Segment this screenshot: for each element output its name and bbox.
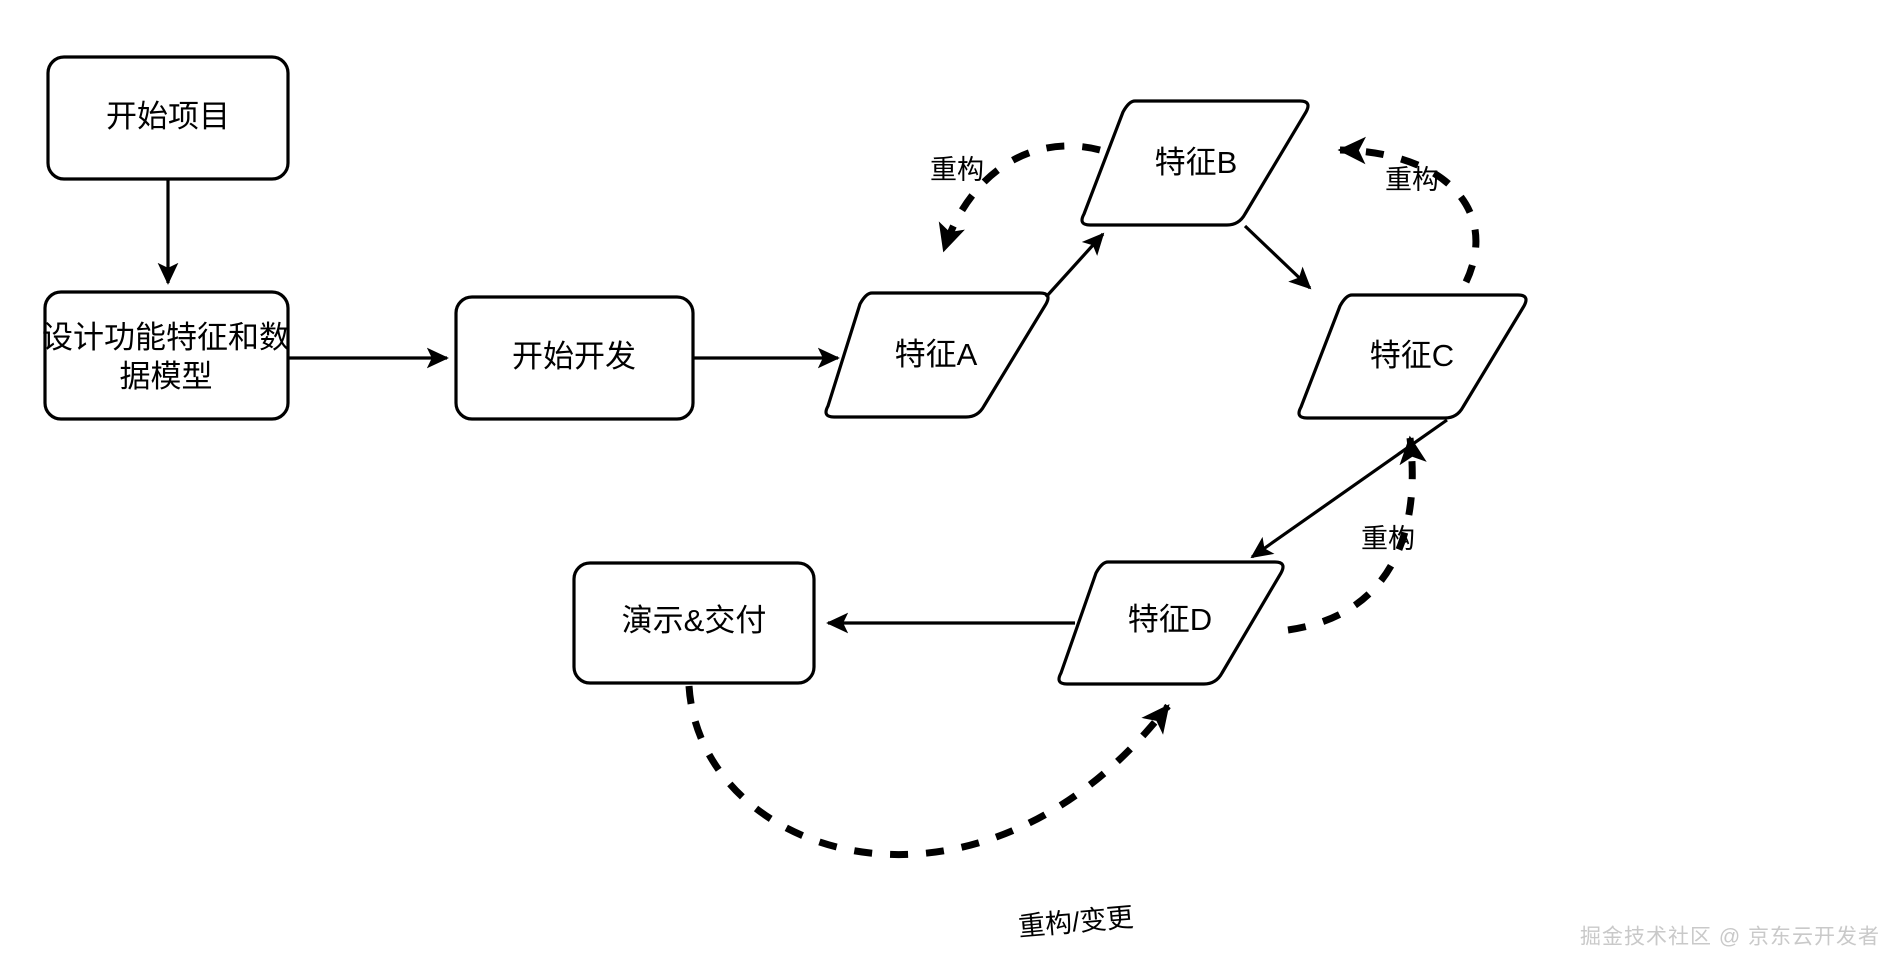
node-feature-d-shape [1057,560,1285,686]
node-feature-a-shape [824,291,1050,419]
node-feature-c[interactable]: 特征C [1297,293,1528,420]
node-feature-a[interactable]: 特征A [824,291,1050,419]
node-feature-c-shape [1297,293,1528,420]
watermark-label: 掘金技术社区 @ 京东云开发者 [1580,926,1880,949]
node-feature-c-label: 特征C [1370,338,1454,373]
node-design[interactable]: 设计功能特征和数 据模型 [42,290,290,421]
edge-feature-c-to-feature-d [1250,418,1448,559]
edge-feature-b-to-feature-c [1243,224,1312,290]
node-feature-a-label: 特征A [895,337,978,372]
edge-label-refactor-b-to-a: 重构 [930,155,984,185]
node-start-label: 开始项目 [106,99,230,134]
node-feature-d[interactable]: 特征D [1057,560,1285,686]
edge-feature-a-to-feature-b [1044,232,1105,299]
node-deliver[interactable]: 演示&交付 [572,561,816,685]
node-feature-b-label: 特征B [1155,145,1238,180]
edge-refactor-change-to-d [685,685,1171,859]
node-deliver-shape [572,561,816,685]
node-design-label-line1: 设计功能特征和数 [42,320,290,355]
edge-refactor-d-to-c [1287,435,1427,634]
node-design-label-line2: 据模型 [120,359,213,394]
node-dev-label: 开始开发 [512,339,636,374]
node-design-shape [43,290,290,421]
edge-refactor-c-to-b [1337,136,1480,284]
node-feature-d-label: 特征D [1128,602,1212,637]
node-feature-b[interactable]: 特征B [1080,99,1310,227]
edge-label-refactor-c-to-b: 重构 [1385,165,1439,195]
node-deliver-label: 演示&交付 [622,603,767,638]
edge-label-refactor-d-to-c: 重构 [1361,524,1415,554]
node-dev[interactable]: 开始开发 [454,295,695,421]
edge-label-refactor-change: 重构/变更 [1017,902,1135,942]
node-feature-b-shape [1080,99,1310,227]
node-start[interactable]: 开始项目 [46,55,290,181]
